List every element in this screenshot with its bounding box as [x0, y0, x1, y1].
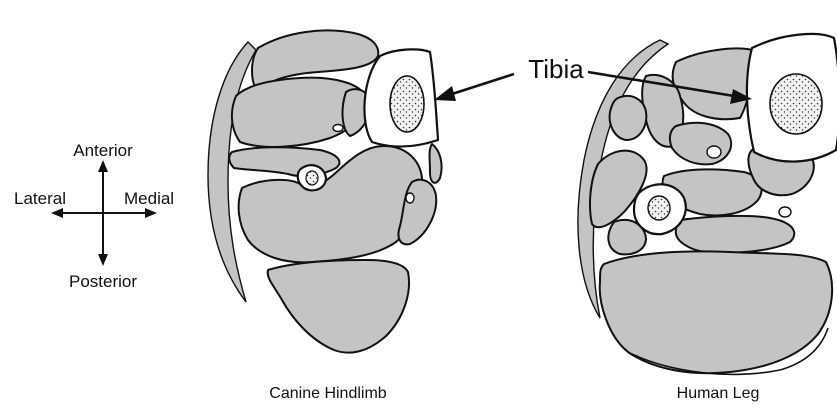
- arrow-icon-canine: [434, 86, 456, 101]
- canine-skin-strip: [208, 42, 256, 302]
- canine-medial-strip: [430, 144, 442, 183]
- canine-vessel-medial: [406, 193, 414, 203]
- human-vessel-posterior: [779, 207, 791, 217]
- tibia-label: Tibia: [528, 54, 584, 84]
- canine-gastrocnemius: [268, 260, 409, 353]
- canine-vessel: [333, 125, 343, 132]
- arrow-down-icon: [98, 254, 108, 266]
- arrow-left-icon: [51, 208, 63, 218]
- canine-fibula-marrow: [306, 171, 318, 185]
- human-deep-muscle: [670, 123, 731, 165]
- posterior-label: Posterior: [69, 272, 137, 291]
- human-anterior-muscle: [673, 49, 753, 120]
- human-fibula-marrow: [648, 196, 670, 220]
- lateral-label: Lateral: [14, 189, 66, 208]
- canine-hindlimb-section: [208, 30, 442, 352]
- tibia-pointer-canine: [452, 74, 514, 94]
- human-tibia-marrow: [770, 74, 822, 134]
- anterior-label: Anterior: [73, 141, 133, 160]
- human-peroneal-muscle: [610, 96, 647, 140]
- human-tibialis-posterior: [676, 216, 794, 253]
- canine-caption: Canine Hindlimb: [269, 385, 386, 402]
- human-leg-section: [578, 34, 837, 374]
- medial-label: Medial: [124, 189, 174, 208]
- orientation-compass: Anterior Posterior Lateral Medial: [14, 141, 174, 291]
- canine-tibia-marrow: [390, 76, 424, 132]
- human-caption: Human Leg: [677, 385, 760, 402]
- arrow-up-icon: [98, 160, 108, 172]
- arrow-right-icon: [145, 208, 157, 218]
- human-vessel: [707, 146, 721, 158]
